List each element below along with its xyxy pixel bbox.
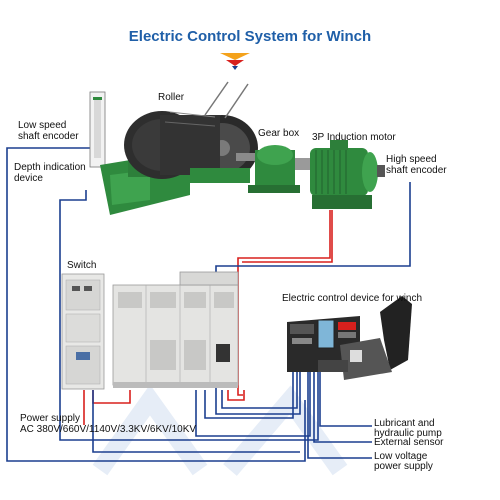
control-device-label: Electric control device for winch [282,293,423,304]
operator-desk [287,296,412,380]
motor-power-wire [237,210,331,396]
gear-box [248,145,300,193]
low-speed-encoder-label: Low speed shaft encoder [18,120,79,142]
induction-motor [310,140,378,209]
switch-cabinet-wire [92,390,131,404]
control-cabinets [112,271,239,388]
switch-label: Switch [67,260,97,271]
depth-indication-label: Depth indication device [14,162,86,184]
lubricant-pump-label: Lubricant and hydraulic pump [374,418,442,439]
background-decoration [92,384,208,476]
high-speed-encoder-label: High speed shaft encoder [386,154,447,176]
high-speed-shaft-encoder [377,165,385,177]
sensor-wire [313,372,372,443]
pump-wire [319,372,372,427]
diagram-title: Electric Control System for Winch [128,28,372,45]
low-voltage-supply-label: Low voltage power supply [374,451,433,472]
power-supply-label: Power supply AC 380V/660V/1140V/3.3KV/6K… [20,413,197,435]
external-sensor-label: External sensor [374,437,444,448]
background-decoration-2 [223,385,348,476]
low-voltage-wire [307,372,372,459]
induction-motor-label: 3P Induction motor [312,132,396,143]
logo-icon [220,53,250,70]
operator-seat [380,296,412,370]
gear-box-label: Gear box [258,128,300,139]
switch-cabinet [61,273,105,390]
roller-label: Roller [158,92,185,103]
winch-machine [89,81,385,215]
